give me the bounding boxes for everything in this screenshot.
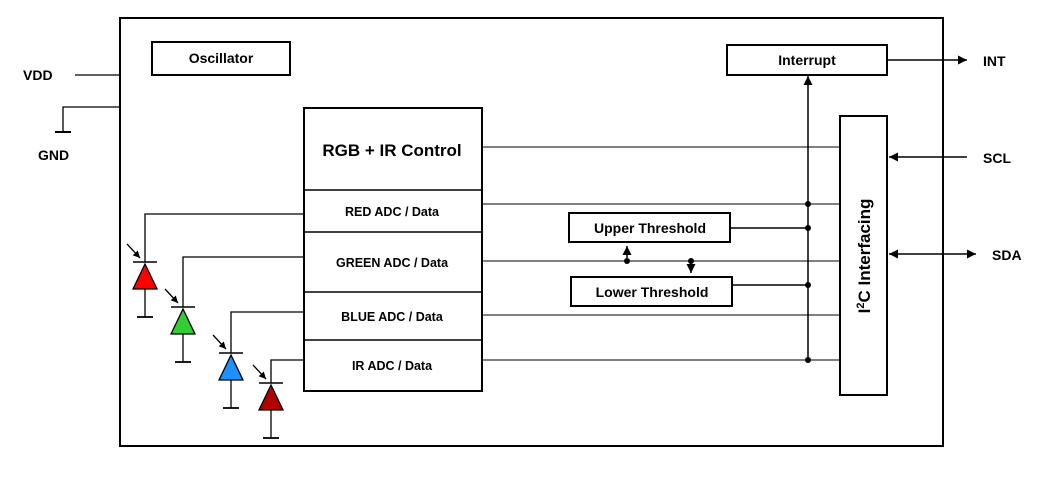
- blue-adc-label: BLUE ADC / Data: [341, 310, 444, 324]
- lower-threshold-label: Lower Threshold: [596, 284, 709, 300]
- green-adc-label: GREEN ADC / Data: [336, 256, 449, 270]
- green-photodiode: [164, 256, 304, 363]
- scl-pin: SCL: [889, 150, 1011, 166]
- i2c-interfacing-block: I2C Interfacing: [839, 115, 888, 396]
- interrupt-block: Interrupt: [726, 44, 888, 76]
- oscillator-label: Oscillator: [189, 50, 254, 66]
- sda-label: SDA: [992, 247, 1022, 263]
- ir-adc-label: IR ADC / Data: [352, 359, 433, 373]
- upper-threshold-block: Upper Threshold: [568, 212, 731, 243]
- gnd-pin: GND: [38, 106, 120, 163]
- sda-pin: SDA: [889, 247, 1022, 263]
- int-pin: INT: [887, 53, 1006, 69]
- blue-photodiode: [212, 311, 304, 409]
- chip-outline: [119, 17, 944, 447]
- ir-photodiode: [252, 359, 304, 439]
- interrupt-bus: [730, 76, 813, 360]
- rgb-ir-control-block: RGB + IR Control RED ADC / Data GREEN AD…: [303, 107, 483, 392]
- interrupt-label: Interrupt: [778, 52, 836, 68]
- lower-threshold-block: Lower Threshold: [570, 276, 733, 307]
- photodiodes: [126, 213, 304, 439]
- threshold-arrows: [622, 246, 696, 273]
- data-bus-lines: [482, 146, 840, 361]
- vdd-label: VDD: [23, 67, 53, 83]
- oscillator-block: Oscillator: [151, 41, 291, 76]
- scl-label: SCL: [983, 150, 1011, 166]
- red-adc-label: RED ADC / Data: [345, 205, 440, 219]
- i2c-label: I2C Interfacing: [855, 199, 874, 314]
- int-label: INT: [983, 53, 1006, 69]
- gnd-label: GND: [38, 147, 69, 163]
- upper-threshold-label: Upper Threshold: [594, 220, 706, 236]
- red-photodiode: [126, 213, 304, 318]
- control-label: RGB + IR Control: [322, 141, 461, 160]
- vdd-pin: VDD: [23, 67, 120, 83]
